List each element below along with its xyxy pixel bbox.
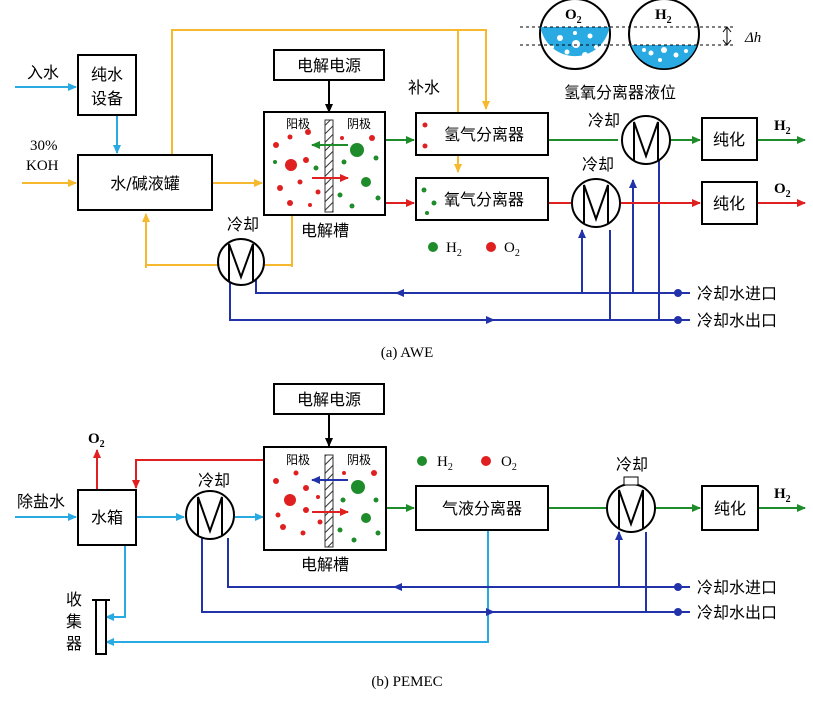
- pemec-caption: (b) PEMEC: [371, 674, 442, 690]
- pemec-coolant-inlet-dot: [674, 583, 682, 591]
- awe-coolant-outlet-label: 冷却水出口: [697, 311, 777, 330]
- gas-lines: [385, 136, 806, 207]
- hydrogen-separator: [415, 112, 549, 156]
- pemec-coolant-outlet-label: 冷却水出口: [697, 603, 777, 622]
- pemec-purifier-label: 纯化: [714, 499, 746, 518]
- awe-cooler-h2: [621, 115, 671, 165]
- level-h2-label: H2: [655, 7, 672, 26]
- legend-o2-label: O2: [504, 240, 520, 259]
- delta-h-label: Δh: [744, 30, 761, 46]
- o2-sep-bubble-1: [421, 187, 427, 193]
- pemec-purifier: [701, 485, 759, 531]
- awe-bubbles: [273, 129, 381, 209]
- water-tank: [77, 489, 137, 546]
- o2-sep-bubble-3: [425, 211, 429, 215]
- pemec-cooler-left: [185, 490, 235, 540]
- awe-coolant-inlet-dot: [674, 289, 682, 297]
- pemec-legend: H2 O2: [417, 454, 517, 473]
- koh-label-1: 30%: [30, 138, 58, 154]
- water-alkali-tank-label: 水/碱液罐: [110, 174, 179, 193]
- awe-legend: H2 O2: [428, 240, 520, 259]
- pure-water-device-label-1: 纯水: [91, 65, 123, 84]
- awe-o2-output: O2: [774, 181, 791, 200]
- gas-liquid-separator: [415, 485, 549, 531]
- pemec-h2-output: H2: [774, 486, 791, 505]
- awe-purifier-o2-label: 纯化: [713, 194, 745, 213]
- pemec-bubbles: [273, 470, 381, 543]
- level-title: 氢氧分离器液位: [564, 83, 676, 102]
- pemec-power-supply: [273, 383, 385, 415]
- collector-label-3: 器: [66, 634, 82, 653]
- collector-label-1: 收: [66, 590, 82, 609]
- awe-cooler-o2: [571, 178, 621, 228]
- awe-electrolyzer-label: 电解槽: [301, 221, 349, 240]
- pemec-electrolyzer-label: 电解槽: [301, 555, 349, 574]
- pemec-water-lines: [15, 513, 489, 646]
- collector-label-2: 集: [66, 612, 82, 631]
- water-tank-label: 水箱: [91, 508, 123, 527]
- pemec-o2-output: O2: [88, 431, 105, 450]
- oxygen-separator-label: 氧气分离器: [444, 190, 524, 209]
- awe-power-supply-label: 电解电源: [297, 56, 361, 75]
- inlet-water-label: 入水: [27, 63, 59, 82]
- awe-cooler-alkali: [217, 238, 265, 286]
- legend-h2-dot: [428, 242, 438, 252]
- awe-diagram: 纯水 设备 水/碱液罐 电解电源 阳极 阴极: [15, 0, 806, 361]
- pemec-anode-label: 阳极: [286, 453, 310, 467]
- makeup-water-label: 补水: [408, 78, 440, 97]
- awe-caption: (a) AWE: [381, 345, 434, 361]
- pemec-cooler-right-label: 冷却: [616, 455, 648, 474]
- level-o2-label: O2: [565, 7, 582, 26]
- awe-membrane: [324, 119, 334, 213]
- awe-cooling-lines: [229, 150, 690, 324]
- pemec-power-supply-label: 电解电源: [297, 390, 361, 409]
- awe-purifier-h2: [701, 117, 758, 161]
- pemec-cooling-lines: [201, 531, 690, 616]
- awe-cooler-alkali-label: 冷却: [227, 215, 259, 234]
- pure-water-device: [77, 54, 137, 116]
- pemec-coolant-outlet-dot: [674, 608, 682, 616]
- pemec-cooler-right: [606, 476, 656, 533]
- h2-sep-bubble-2: [422, 143, 428, 149]
- awe-purifier-o2: [701, 181, 758, 225]
- pemec-inlet-label: 除盐水: [17, 492, 65, 511]
- pemec-diagram: 除盐水 O2 水箱 冷却 电解电源 阳极 阴极: [15, 383, 806, 690]
- pemec-cooler-left-label: 冷却: [198, 471, 230, 490]
- pemec-o2-lines: [93, 449, 264, 490]
- gas-liquid-separator-label: 气液分离器: [442, 499, 522, 518]
- water-alkali-tank: [77, 154, 213, 211]
- awe-anode-label: 阳极: [286, 117, 310, 131]
- pemec-legend-o2-dot: [481, 456, 491, 466]
- pemec-legend-o2-label: O2: [501, 454, 517, 473]
- pemec-legend-h2-dot: [417, 456, 427, 466]
- oxygen-separator: [415, 177, 549, 221]
- koh-label-2: KOH: [26, 158, 59, 174]
- water-lines: [15, 83, 121, 154]
- pemec-legend-h2-label: H2: [437, 454, 453, 473]
- separator-level-inset: O2 H2 Δh 氢氧分离器液位: [520, 0, 761, 102]
- awe-purifier-h2-label: 纯化: [713, 130, 745, 149]
- hydrogen-separator-label: 氢气分离器: [444, 125, 524, 144]
- pemec-membrane: [324, 454, 334, 548]
- legend-h2-label: H2: [446, 240, 462, 259]
- awe-coolant-outlet-dot: [674, 316, 682, 324]
- pure-water-device-label-2: 设备: [91, 89, 123, 108]
- awe-cathode-label: 阴极: [347, 117, 371, 131]
- pemec-coolant-inlet-label: 冷却水进口: [697, 578, 777, 597]
- awe-cooler-h2-label: 冷却: [588, 111, 620, 130]
- awe-h2-output: H2: [774, 118, 791, 137]
- o2-sep-bubble-2: [431, 200, 437, 206]
- collector: [95, 599, 107, 655]
- pemec-cathode-label: 阴极: [347, 453, 371, 467]
- h2-sep-bubble-1: [422, 122, 428, 128]
- legend-o2-dot: [486, 242, 496, 252]
- awe-cooler-o2-label: 冷却: [582, 155, 614, 174]
- awe-coolant-inlet-label: 冷却水进口: [697, 284, 777, 303]
